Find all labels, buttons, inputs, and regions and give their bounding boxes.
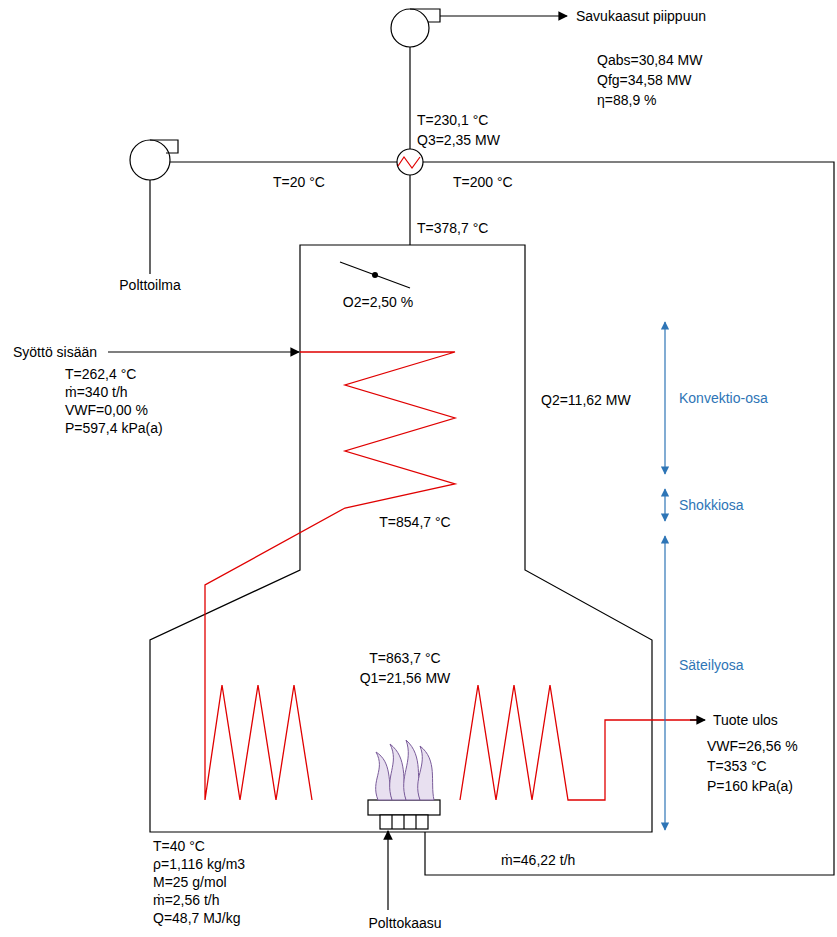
value-label: T=262,4 °C — [64, 365, 137, 383]
stream-label: Tuote ulos — [712, 711, 779, 729]
value-label: Q2=11,62 MW — [540, 391, 632, 409]
process-coil — [460, 685, 704, 800]
value-label: M=25 g/mol — [152, 873, 228, 891]
value-label: Q3=2,35 MW — [416, 131, 501, 149]
section-label: Säteilyosa — [678, 656, 745, 674]
value-label: T=378,7 °C — [416, 219, 489, 237]
exhaust-fan — [391, 9, 429, 47]
value-label: T=230,1 °C — [416, 111, 489, 129]
damper — [340, 262, 410, 288]
value-label: ṁ=2,56 t/h — [152, 891, 221, 909]
flue-gas-duct — [409, 47, 410, 149]
section-label: Shokkiosa — [678, 496, 745, 514]
value-label: Q=48,7 MJ/kg — [152, 909, 242, 927]
value-label: P=597,4 kPa(a) — [64, 419, 164, 437]
section-arrow — [664, 536, 665, 830]
outlet-label: Savukaasut piippuun — [575, 7, 707, 25]
stream-label: Polttokaasu — [367, 914, 442, 932]
feed-line — [108, 351, 299, 352]
flue-gas-duct — [409, 175, 410, 245]
air-fan — [130, 140, 170, 180]
section-arrow — [664, 489, 665, 521]
value-label: T=20 °C — [272, 173, 326, 191]
value-label: Q1=21,56 MW — [359, 669, 452, 687]
damper-pivot — [372, 272, 378, 278]
value-label: T=40 °C — [152, 837, 206, 855]
value-label: T=353 °C — [706, 757, 768, 775]
value-label: P=160 kPa(a) — [706, 777, 794, 795]
furnace-casing — [150, 245, 652, 832]
value-label: O2=2,50 % — [342, 293, 414, 311]
section-arrow — [664, 322, 665, 474]
burner — [368, 800, 440, 815]
fuel-gas-line — [387, 831, 388, 910]
air-line — [170, 161, 397, 162]
preheater-coil — [398, 157, 420, 168]
value-label: T=863,7 °C — [368, 649, 441, 667]
stream-label: Syöttö sisään — [12, 343, 98, 361]
fan-outlet — [410, 9, 440, 22]
value-label: VWF=0,00 % — [64, 401, 149, 419]
product-arrow — [690, 719, 705, 720]
value-label: ṁ=46,22 t/h — [500, 851, 576, 869]
stream-label: Polttoilma — [118, 276, 181, 294]
value-label: ṁ=340 t/h — [64, 383, 129, 401]
value-label: Qabs=30,84 MW — [596, 51, 703, 69]
value-label: ρ=1,116 kg/m3 — [152, 855, 246, 873]
value-label: Qfg=34,58 MW — [596, 71, 693, 89]
air-preheater — [397, 149, 423, 175]
value-label: T=854,7 °C — [378, 513, 451, 531]
process-coil — [205, 352, 455, 800]
burner-base — [380, 815, 428, 829]
section-label: Konvektio-osa — [678, 389, 769, 407]
value-label: T=200 °C — [452, 173, 514, 191]
value-label: VWF=26,56 % — [706, 737, 799, 755]
air-intake-line — [149, 180, 150, 274]
value-label: η=88,9 % — [596, 91, 658, 109]
fan-outlet — [150, 140, 178, 153]
flue-gas-line — [440, 15, 567, 16]
